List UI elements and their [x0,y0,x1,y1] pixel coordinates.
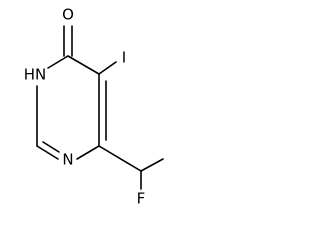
bond-c5-i [98,61,117,75]
bond-n3-c4 [47,55,69,69]
bond-ch-ch3 [140,158,164,172]
bond-c6-n1 [76,145,100,160]
bond-n1-c2-double [42,141,60,153]
structure-diagram: O HN N I F [24,6,164,208]
bond-c6-ch [98,145,142,172]
atom-label-nitrogen: N [62,151,73,169]
atom-label-fluorine: F [137,190,146,208]
atom-label-iodine: I [122,49,126,67]
atom-label-nh: HN [24,66,47,84]
bond-c4-c5 [67,55,100,75]
atom-label-oxygen: O [62,6,74,24]
bond-n1-c2 [36,145,59,160]
